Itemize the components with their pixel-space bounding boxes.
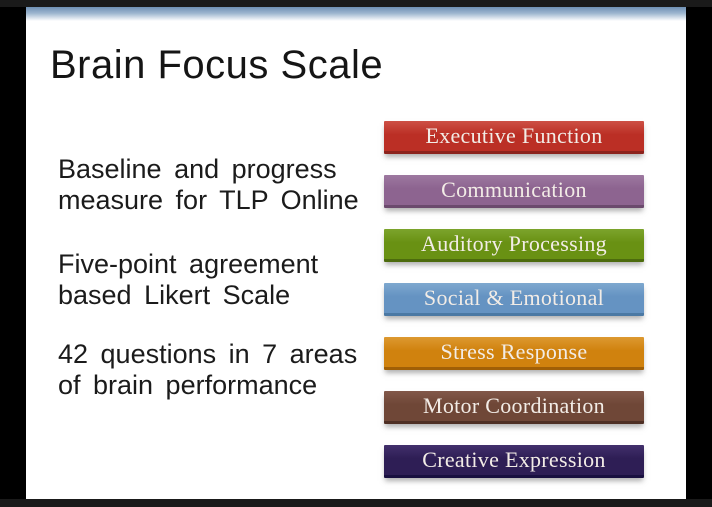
bar-label: Communication [441, 177, 587, 202]
slide-title: Brain Focus Scale [50, 43, 384, 87]
bar-motor-coordination: Motor Coordination [384, 391, 644, 424]
bullet-line: 42 questions in 7 areas [58, 339, 358, 369]
bar-label: Stress Response [440, 339, 588, 364]
slide-canvas: Brain Focus Scale Baseline and progress … [26, 7, 686, 499]
bullet-line: based Likert Scale [58, 280, 291, 310]
bullet-line: of brain performance [58, 370, 318, 400]
bar-executive-function: Executive Function [384, 121, 644, 154]
bar-label: Auditory Processing [421, 231, 607, 256]
bullet-baseline: Baseline and progress measure for TLP On… [58, 154, 359, 216]
bar-label: Creative Expression [422, 447, 606, 472]
bar-label: Social & Emotional [423, 285, 605, 310]
bullet-line: Five-point agreement [58, 249, 319, 279]
slide-top-gradient [26, 7, 686, 21]
bar-social-emotional: Social & Emotional [384, 283, 644, 316]
bar-stress-response: Stress Response [384, 337, 644, 370]
top-letterbox-bar [0, 0, 712, 7]
bullet-line: measure for TLP Online [58, 185, 359, 215]
bar-label: Motor Coordination [422, 393, 605, 418]
bar-label: Executive Function [425, 123, 603, 148]
bottom-letterbox-bar [0, 499, 712, 507]
bar-communication: Communication [384, 175, 644, 208]
bullet-questions: 42 questions in 7 areas of brain perform… [58, 339, 357, 401]
bar-auditory-processing: Auditory Processing [384, 229, 644, 262]
bar-creative-expression: Creative Expression [384, 445, 644, 478]
bullet-likert: Five-point agreement based Likert Scale [58, 249, 318, 311]
bullet-line: Baseline and progress [58, 154, 337, 184]
